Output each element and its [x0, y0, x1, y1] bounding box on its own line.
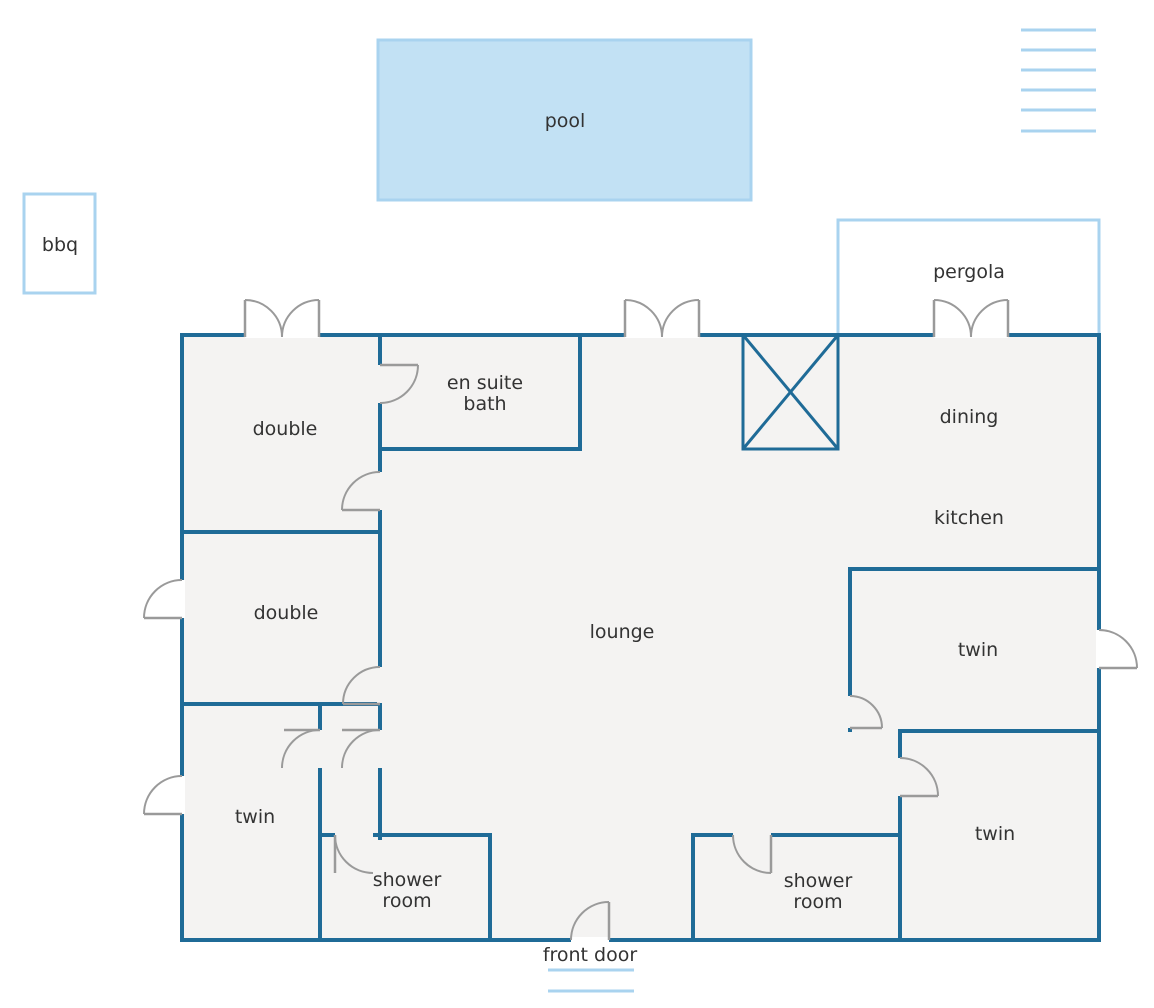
- room-label-twin-right-lower: twin: [975, 823, 1015, 845]
- bbq: [22, 192, 97, 295]
- room-label-shower-right-2: room: [793, 891, 842, 913]
- room-label-twin-right-upper: twin: [958, 639, 998, 661]
- front-door-label: front door: [543, 944, 638, 966]
- room-label-double-middle: double: [254, 602, 319, 624]
- room-label-double-top: double: [253, 418, 318, 440]
- door-swing-icon: [143, 299, 1138, 941]
- bbq-label: bbq: [42, 234, 78, 256]
- room-label-lounge: lounge: [590, 621, 655, 643]
- room-label-shower-left-2: room: [382, 890, 431, 912]
- room-label-en-suite-1: en suite: [447, 372, 523, 394]
- pool-label: pool: [545, 110, 586, 132]
- room-label-dining: dining: [940, 406, 999, 428]
- stairwell-cross-icon: [741, 333, 840, 451]
- room-label-shower-right-1: shower: [784, 870, 853, 892]
- room-label-twin-left: twin: [235, 806, 275, 828]
- front-steps: [548, 968, 634, 993]
- pergola-label: pergola: [933, 261, 1005, 283]
- door-openings-interior: [317, 365, 903, 838]
- room-label-shower-left-1: shower: [373, 869, 442, 891]
- pool: [376, 38, 753, 202]
- steps-icon: [1021, 28, 1096, 133]
- pergola: [836, 218, 1101, 334]
- room-label-en-suite-2: bath: [463, 393, 506, 415]
- room-label-kitchen: kitchen: [934, 507, 1004, 529]
